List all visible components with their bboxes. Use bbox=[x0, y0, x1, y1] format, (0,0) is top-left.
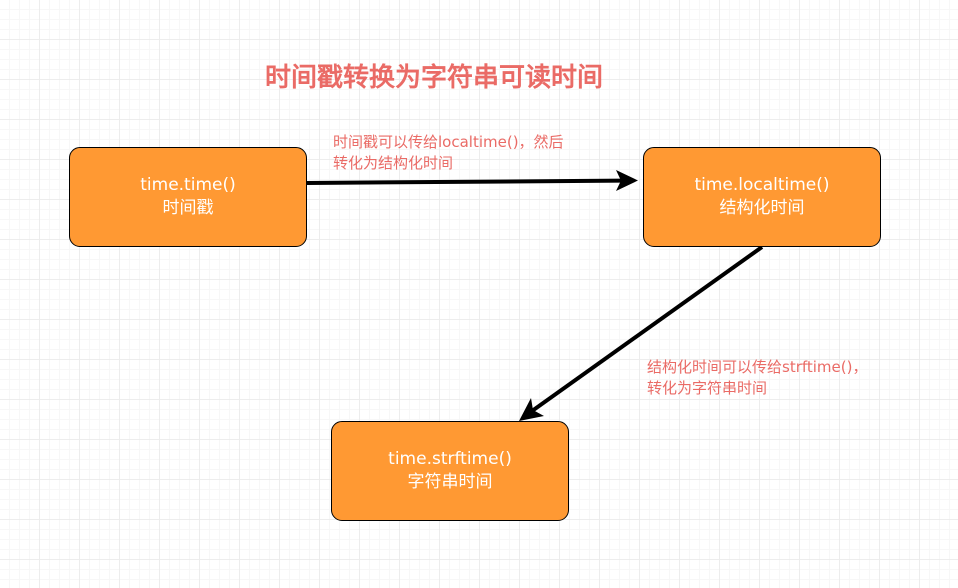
annotation-time-to-localtime: 时间戳可以传给localtime()，然后 转化为结构化时间 bbox=[333, 132, 564, 174]
node-localtime-label: 结构化时间 bbox=[719, 198, 805, 218]
arrowhead-1 bbox=[616, 170, 638, 191]
annotation-1-line-1: 时间戳可以传给localtime()，然后 bbox=[333, 133, 564, 151]
arrowhead-2 bbox=[519, 398, 544, 421]
node-time-code: time.time() bbox=[140, 175, 236, 195]
arrow-time-to-localtime bbox=[306, 170, 638, 191]
node-time-strftime[interactable]: time.strftime() 字符串时间 bbox=[331, 421, 569, 521]
node-time-label: 时间戳 bbox=[162, 198, 214, 218]
annotation-1-line-2: 转化为结构化时间 bbox=[333, 154, 454, 172]
arrow-localtime-to-strftime bbox=[519, 245, 764, 421]
node-time-time[interactable]: time.time() 时间戳 bbox=[69, 147, 307, 247]
node-localtime-code: time.localtime() bbox=[694, 175, 830, 195]
node-strftime-label: 字符串时间 bbox=[407, 472, 493, 492]
node-time-localtime[interactable]: time.localtime() 结构化时间 bbox=[643, 147, 881, 247]
annotation-2-line-2: 转化为字符串时间 bbox=[647, 379, 768, 397]
annotation-2-line-1: 结构化时间可以传给strftime()， bbox=[647, 358, 868, 376]
diagram-title: 时间戳转换为字符串可读时间 bbox=[265, 63, 604, 93]
annotation-localtime-to-strftime: 结构化时间可以传给strftime()， 转化为字符串时间 bbox=[647, 357, 867, 399]
node-strftime-code: time.strftime() bbox=[388, 449, 512, 469]
